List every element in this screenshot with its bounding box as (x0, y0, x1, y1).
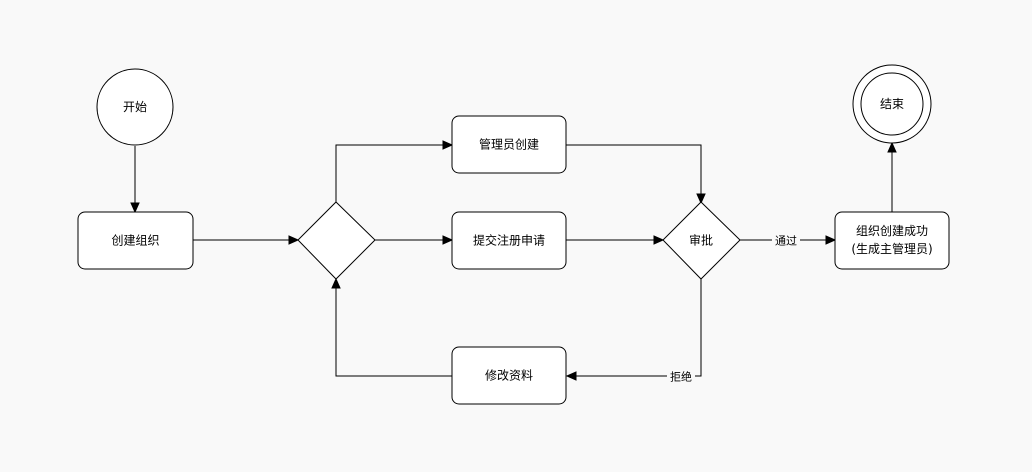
arrowhead-approve-left (653, 235, 665, 245)
arrowhead-create-org (130, 202, 140, 214)
node-approve[interactable]: 审批 (662, 201, 741, 280)
submit-application-label: 提交注册申请 (473, 233, 545, 248)
end-inner-circle (860, 72, 924, 136)
edge-label-pass-text: 通过 (775, 235, 797, 248)
edge-label-pass: 通过 (772, 233, 800, 248)
success-label-line1: 组织创建成功 (856, 224, 928, 238)
edge-label-reject-bg (667, 369, 695, 384)
approve-diamond (662, 201, 741, 280)
submit-application-box (451, 211, 567, 270)
node-start[interactable]: 开始 (96, 68, 174, 146)
edge-approve-to-revise (574, 279, 702, 377)
node-submit-application[interactable]: 提交注册申请 (451, 211, 567, 270)
arrowhead-success (825, 235, 837, 245)
node-admin-create[interactable]: 管理员创建 (451, 115, 567, 174)
arrowhead-submit (442, 235, 454, 245)
create-org-label: 创建组织 (111, 234, 159, 248)
arrowhead-approve-top (696, 193, 706, 205)
edge-label-reject: 拒绝 (667, 369, 695, 384)
arrowhead-gateway-left (288, 235, 300, 245)
arrowhead-revise (565, 371, 577, 381)
end-label: 结束 (880, 97, 904, 111)
success-box (834, 211, 950, 270)
node-revise-info[interactable]: 修改资料 (451, 346, 567, 405)
arrowhead-end (887, 141, 897, 153)
success-label-line2: (生成主管理员) (851, 241, 932, 256)
edge-admin-create-to-approve (566, 144, 702, 196)
node-gateway[interactable] (297, 201, 376, 280)
arrowhead-admin-create (442, 140, 454, 150)
node-create-org[interactable]: 创建组织 (77, 211, 194, 270)
gateway-diamond (297, 201, 376, 280)
revise-info-label: 修改资料 (485, 368, 533, 383)
edge-revise-to-gateway (335, 286, 452, 377)
edge-label-reject-text: 拒绝 (670, 370, 692, 384)
admin-create-label: 管理员创建 (479, 137, 539, 152)
edge-label-pass-bg (772, 233, 800, 248)
node-success[interactable]: 组织创建成功 (生成主管理员) (834, 211, 950, 270)
revise-info-box (451, 346, 567, 405)
edge-gateway-to-admin-create (335, 144, 445, 202)
admin-create-box (451, 115, 567, 174)
start-circle (96, 68, 174, 146)
edges (130, 140, 897, 381)
start-label: 开始 (123, 100, 147, 114)
arrowhead-gateway-bottom (331, 277, 341, 289)
node-end[interactable]: 结束 (852, 64, 932, 144)
approve-label: 审批 (689, 233, 713, 248)
create-org-box (77, 211, 194, 270)
